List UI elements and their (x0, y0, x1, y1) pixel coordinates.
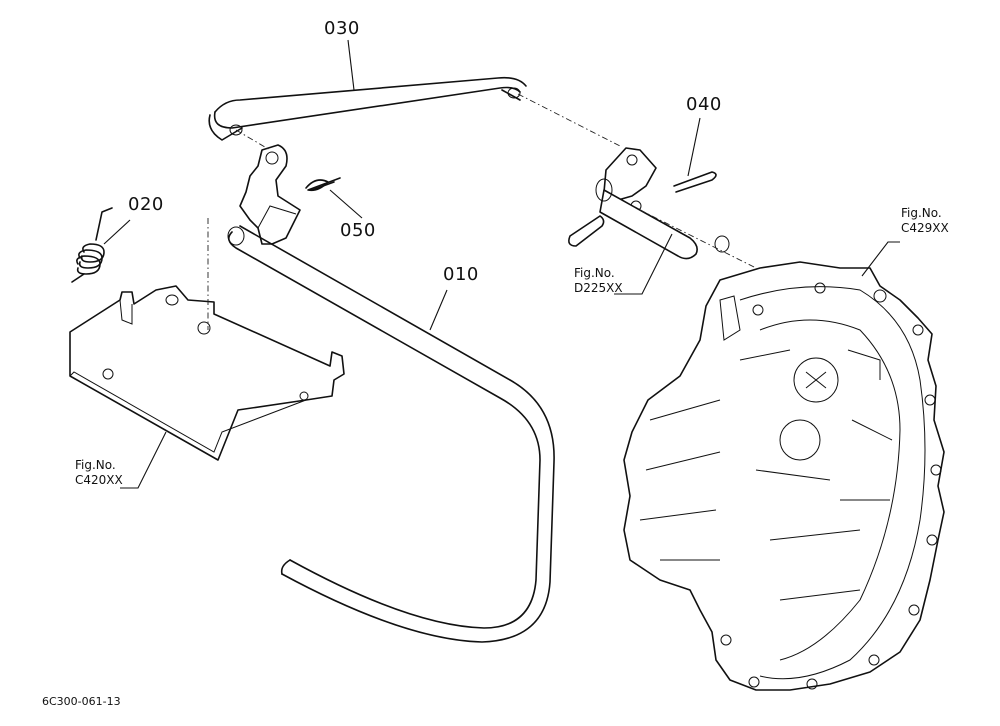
figure-ref-c429: Fig.No. C429XX (901, 206, 949, 236)
figure-ref-d225: Fig.No. D225XX (574, 266, 623, 296)
callout-010: 010 (443, 264, 479, 285)
transmission-case (623, 261, 945, 691)
figure-ref-c429-line1: Fig.No. (901, 206, 942, 220)
callout-030: 030 (324, 18, 360, 39)
leader-lines (103, 39, 900, 489)
rod-030 (208, 76, 527, 141)
pin-assembly-040 (517, 93, 761, 271)
figure-ref-c420: Fig.No. C420XX (75, 458, 123, 488)
figure-ref-d225-line1: Fig.No. (574, 266, 615, 280)
spring-020 (71, 207, 113, 283)
figure-ref-c429-line2: C429XX (901, 221, 949, 235)
callout-050: 050 (340, 220, 376, 241)
drawing-code: 6C300-061-13 (42, 695, 121, 708)
arm-bracket (239, 144, 301, 245)
rod-010 (227, 225, 555, 643)
base-plate (69, 129, 345, 461)
figure-ref-c420-line1: Fig.No. (75, 458, 116, 472)
pin-050 (305, 177, 341, 192)
callout-040: 040 (686, 94, 722, 115)
callout-020: 020 (128, 194, 164, 215)
figure-ref-d225-line2: D225XX (574, 281, 623, 295)
figure-ref-c420-line2: C420XX (75, 473, 123, 487)
